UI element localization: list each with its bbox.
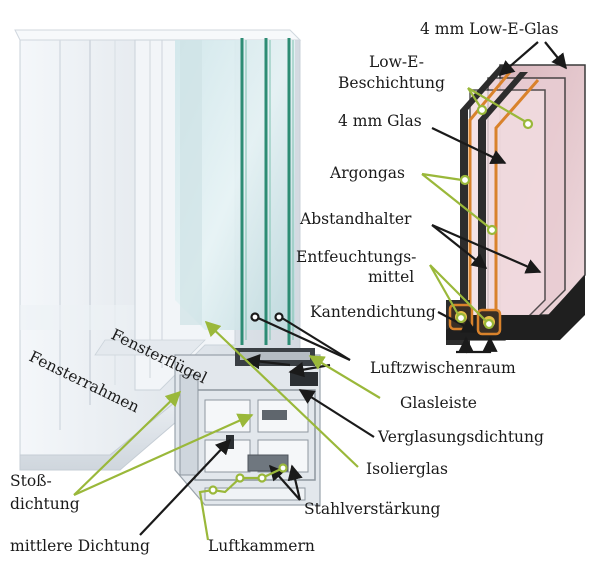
window-profile-illustration bbox=[14, 29, 321, 506]
label-entfeuchtungsmittel-line1: Entfeuchtungs- bbox=[296, 248, 416, 266]
label-glasleiste: Glasleiste bbox=[400, 394, 477, 412]
outer-frame-top bbox=[14, 29, 302, 41]
label-stahlverstaerkung: Stahlverstärkung bbox=[304, 500, 441, 518]
label-low-e-beschichtung-line1: Low-E- bbox=[369, 53, 424, 71]
glazing-unit-illustration bbox=[446, 64, 586, 345]
label-luftkammern: Luftkammern bbox=[208, 537, 315, 555]
label-luftzwischenraum: Luftzwischenraum bbox=[370, 359, 516, 377]
label-stossdichtung-line1: Stoß- bbox=[10, 472, 52, 490]
label-low-e-beschichtung-line2: Beschichtung bbox=[338, 74, 445, 92]
label-low-e-glas: 4 mm Low-E-Glas bbox=[420, 20, 559, 38]
label-4mm-glas: 4 mm Glas bbox=[338, 112, 422, 130]
label-isolierglas: Isolierglas bbox=[366, 460, 448, 478]
label-mittlere-dichtung: mittlere Dichtung bbox=[10, 537, 150, 555]
label-stossdichtung-line2: dichtung bbox=[10, 495, 80, 513]
label-verglasungsdichtung: Verglasungsdichtung bbox=[377, 428, 544, 446]
label-kantendichtung: Kantendichtung bbox=[310, 303, 436, 321]
label-abstandhalter: Abstandhalter bbox=[299, 210, 412, 228]
label-entfeuchtungsmittel-line2: mittel bbox=[368, 268, 414, 286]
label-argongas: Argongas bbox=[329, 164, 405, 182]
pointer-lines bbox=[73, 41, 567, 541]
